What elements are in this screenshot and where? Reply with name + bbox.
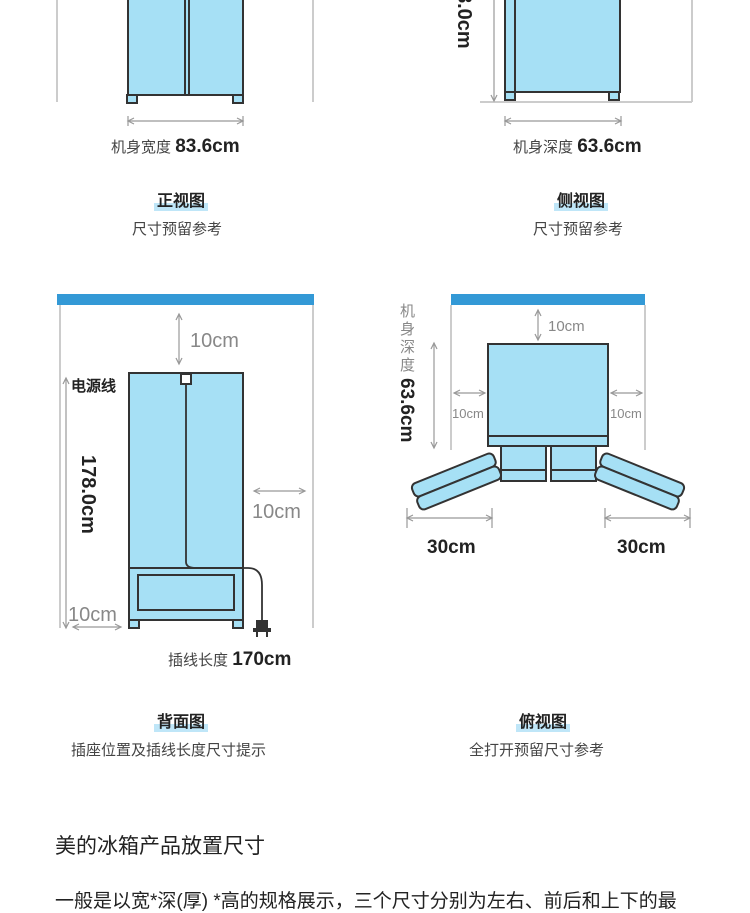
- back-view-diagram: 10cm 178.0cm 电源线 10cm 10cm: [57, 294, 314, 637]
- side-depth-dimension: [503, 116, 623, 126]
- back-foot-right: [232, 619, 244, 629]
- top-view-subtitle: 全打开预留尺寸参考: [469, 742, 605, 759]
- side-depth-label: 机身深度: [513, 139, 574, 156]
- top-right-door-dimension: [603, 508, 692, 528]
- side-view-subtitle: 尺寸预留参考: [533, 221, 624, 238]
- front-view-diagram: [56, 0, 314, 126]
- side-foot-front: [504, 91, 516, 101]
- top-fridge-front-strip: [487, 435, 609, 447]
- top-depth-char-4: 度: [400, 357, 415, 374]
- front-view-title: 正视图: [154, 187, 209, 211]
- side-depth-value: 63.6cm: [577, 136, 642, 157]
- side-depth-caption: 机身深度 63.6cm: [513, 136, 642, 158]
- section-heading: 美的冰箱产品放置尺寸: [55, 835, 265, 858]
- side-view-title: 侧视图: [554, 187, 609, 211]
- front-foot-left: [126, 94, 138, 104]
- back-height-text: 178.0cm: [77, 455, 99, 534]
- front-width-label: 机身宽度: [111, 139, 172, 156]
- front-width-caption: 机身宽度 83.6cm: [111, 136, 240, 158]
- top-right-gap-text: 10cm: [610, 406, 642, 421]
- top-right-gap-dimension: [609, 389, 644, 397]
- cord-outlet: [180, 373, 192, 385]
- power-cord-label: 电源线: [71, 377, 116, 395]
- top-left-gap-text: 10cm: [452, 406, 484, 421]
- top-open-door-right: [594, 452, 686, 511]
- top-depth-label: 机 身 深 度: [400, 303, 419, 374]
- top-right-door-text: 30cm: [617, 537, 666, 558]
- top-drawer-left: [500, 445, 547, 482]
- cord-length-value: 170cm: [232, 649, 292, 670]
- back-view-subtitle: 插座位置及插线长度尺寸提示: [71, 742, 267, 759]
- front-view-subtitle: 尺寸预留参考: [132, 221, 223, 238]
- top-open-door-left: [410, 452, 502, 511]
- side-height-text: 8.0cm: [453, 0, 475, 49]
- top-back-gap-dimension: [534, 308, 542, 342]
- side-fridge-body: [504, 0, 621, 93]
- section-paragraph: 一般是以宽*深(厚) *高的规格展示，三个尺寸分别为左右、前后和上下的最: [55, 891, 677, 912]
- top-drawer-right: [550, 445, 597, 482]
- side-view-diagram: 8.0cm: [453, 0, 693, 126]
- back-right-gap-text: 10cm: [252, 501, 301, 523]
- top-back-gap-text: 10cm: [548, 318, 585, 335]
- top-depth-char-1: 机: [400, 303, 415, 320]
- top-depth-char-3: 深: [400, 339, 415, 356]
- back-compressor-panel: [137, 574, 235, 611]
- top-depth-value: 63.6cm: [396, 378, 417, 442]
- top-view-diagram: 10cm 机 身 深 度 63.6cm 10cm 10cm: [396, 294, 692, 558]
- top-back-wall: [451, 294, 645, 305]
- top-fridge-body: [487, 343, 609, 437]
- back-top-wall: [57, 294, 314, 305]
- back-height-dimension: [62, 376, 70, 630]
- back-foot-left: [128, 619, 140, 629]
- cord-length-caption: 插线长度 170cm: [168, 649, 291, 671]
- side-foot-back: [608, 91, 620, 101]
- front-width-value: 83.6cm: [175, 136, 240, 157]
- back-left-gap-dimension: [71, 623, 123, 631]
- top-left-gap-dimension: [452, 389, 487, 397]
- back-view-title: 背面图: [154, 708, 209, 732]
- back-right-gap-dimension: [252, 487, 307, 495]
- top-depth-dimension: [430, 341, 438, 450]
- top-view-title: 俯视图: [516, 708, 571, 732]
- back-top-gap-dimension: [175, 312, 183, 366]
- cord-length-label: 插线长度: [168, 652, 229, 669]
- back-left-gap-text: 10cm: [68, 604, 117, 626]
- front-foot-right: [232, 94, 244, 104]
- top-left-door-dimension: [405, 508, 494, 528]
- plug-icon: [253, 620, 271, 637]
- front-width-dimension: [126, 116, 245, 126]
- power-cord-line: [185, 384, 263, 620]
- back-top-gap-text: 10cm: [190, 330, 239, 352]
- top-depth-char-2: 身: [400, 321, 415, 338]
- side-height-dimension: [490, 0, 498, 103]
- top-left-door-text: 30cm: [427, 537, 476, 558]
